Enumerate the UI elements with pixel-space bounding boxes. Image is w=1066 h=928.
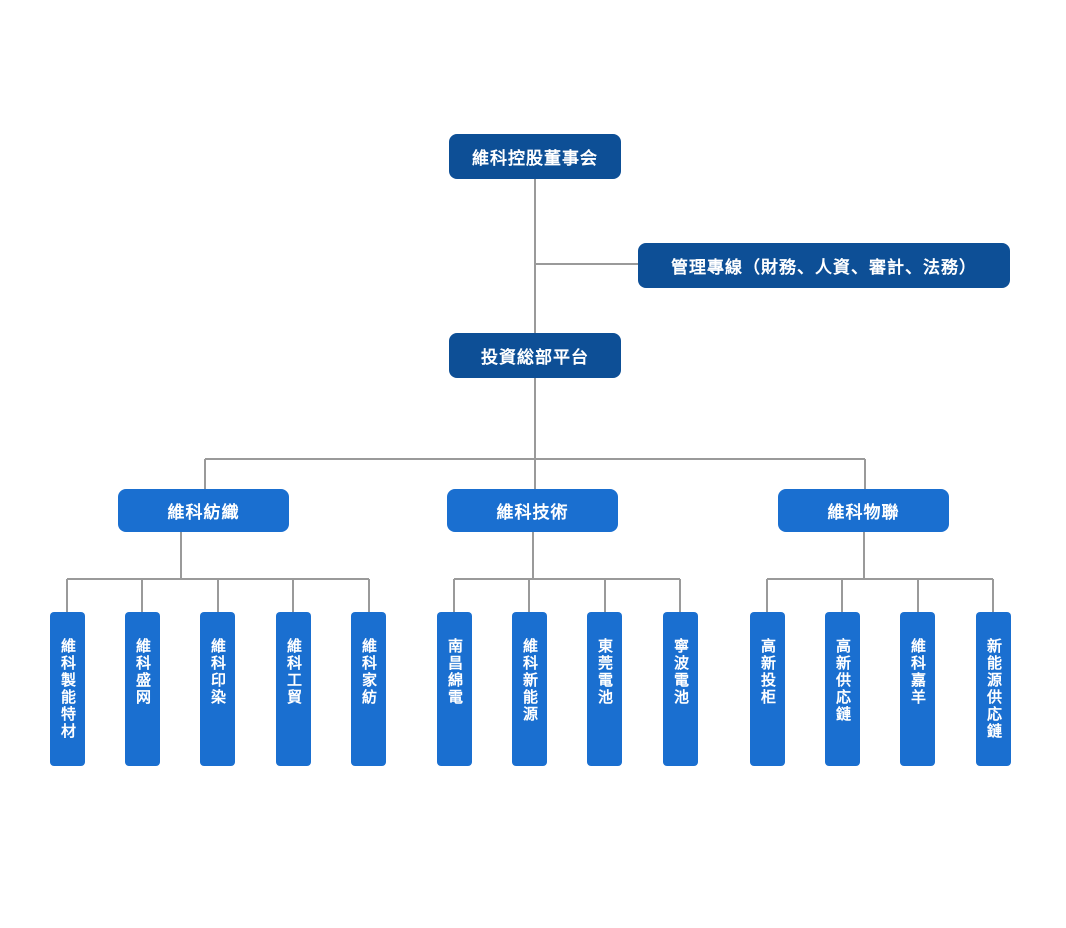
unit-label: 維科製能特材 (59, 638, 77, 740)
unit-label: 寧波電池 (672, 638, 690, 706)
unit-node: 高新供応鏈 (825, 612, 860, 766)
unit-label: 維科新能源 (521, 638, 539, 723)
hq-node: 投資総部平台 (449, 333, 621, 378)
unit-node: 維科家紡 (351, 612, 386, 766)
unit-node: 維科盛网 (125, 612, 160, 766)
unit-label: 高新投柜 (759, 638, 777, 706)
unit-node: 東莞電池 (587, 612, 622, 766)
unit-label: 東莞電池 (596, 638, 614, 706)
unit-label: 維科家紡 (360, 638, 378, 706)
unit-label: 維科盛网 (134, 638, 152, 706)
unit-node: 維科工貿 (276, 612, 311, 766)
unit-label: 南昌綿電 (446, 638, 464, 706)
unit-node: 維科製能特材 (50, 612, 85, 766)
unit-label: 高新供応鏈 (834, 638, 852, 723)
unit-label: 新能源供応鏈 (985, 638, 1003, 740)
unit-node: 維科印染 (200, 612, 235, 766)
unit-node: 維科新能源 (512, 612, 547, 766)
unit-node: 高新投柜 (750, 612, 785, 766)
unit-label: 維科工貿 (285, 638, 303, 706)
unit-node: 南昌綿電 (437, 612, 472, 766)
division-node-technology: 維科技術 (447, 489, 618, 532)
board-node: 維科控股董事会 (449, 134, 621, 179)
unit-label: 維科嘉羊 (909, 638, 927, 706)
division-node-iot: 維科物聯 (778, 489, 949, 532)
management-node: 管理專線（財務、人資、審計、法務） (638, 243, 1010, 288)
unit-label: 維科印染 (209, 638, 227, 706)
unit-node: 維科嘉羊 (900, 612, 935, 766)
unit-node: 寧波電池 (663, 612, 698, 766)
unit-node: 新能源供応鏈 (976, 612, 1011, 766)
division-node-textile: 維科紡織 (118, 489, 289, 532)
